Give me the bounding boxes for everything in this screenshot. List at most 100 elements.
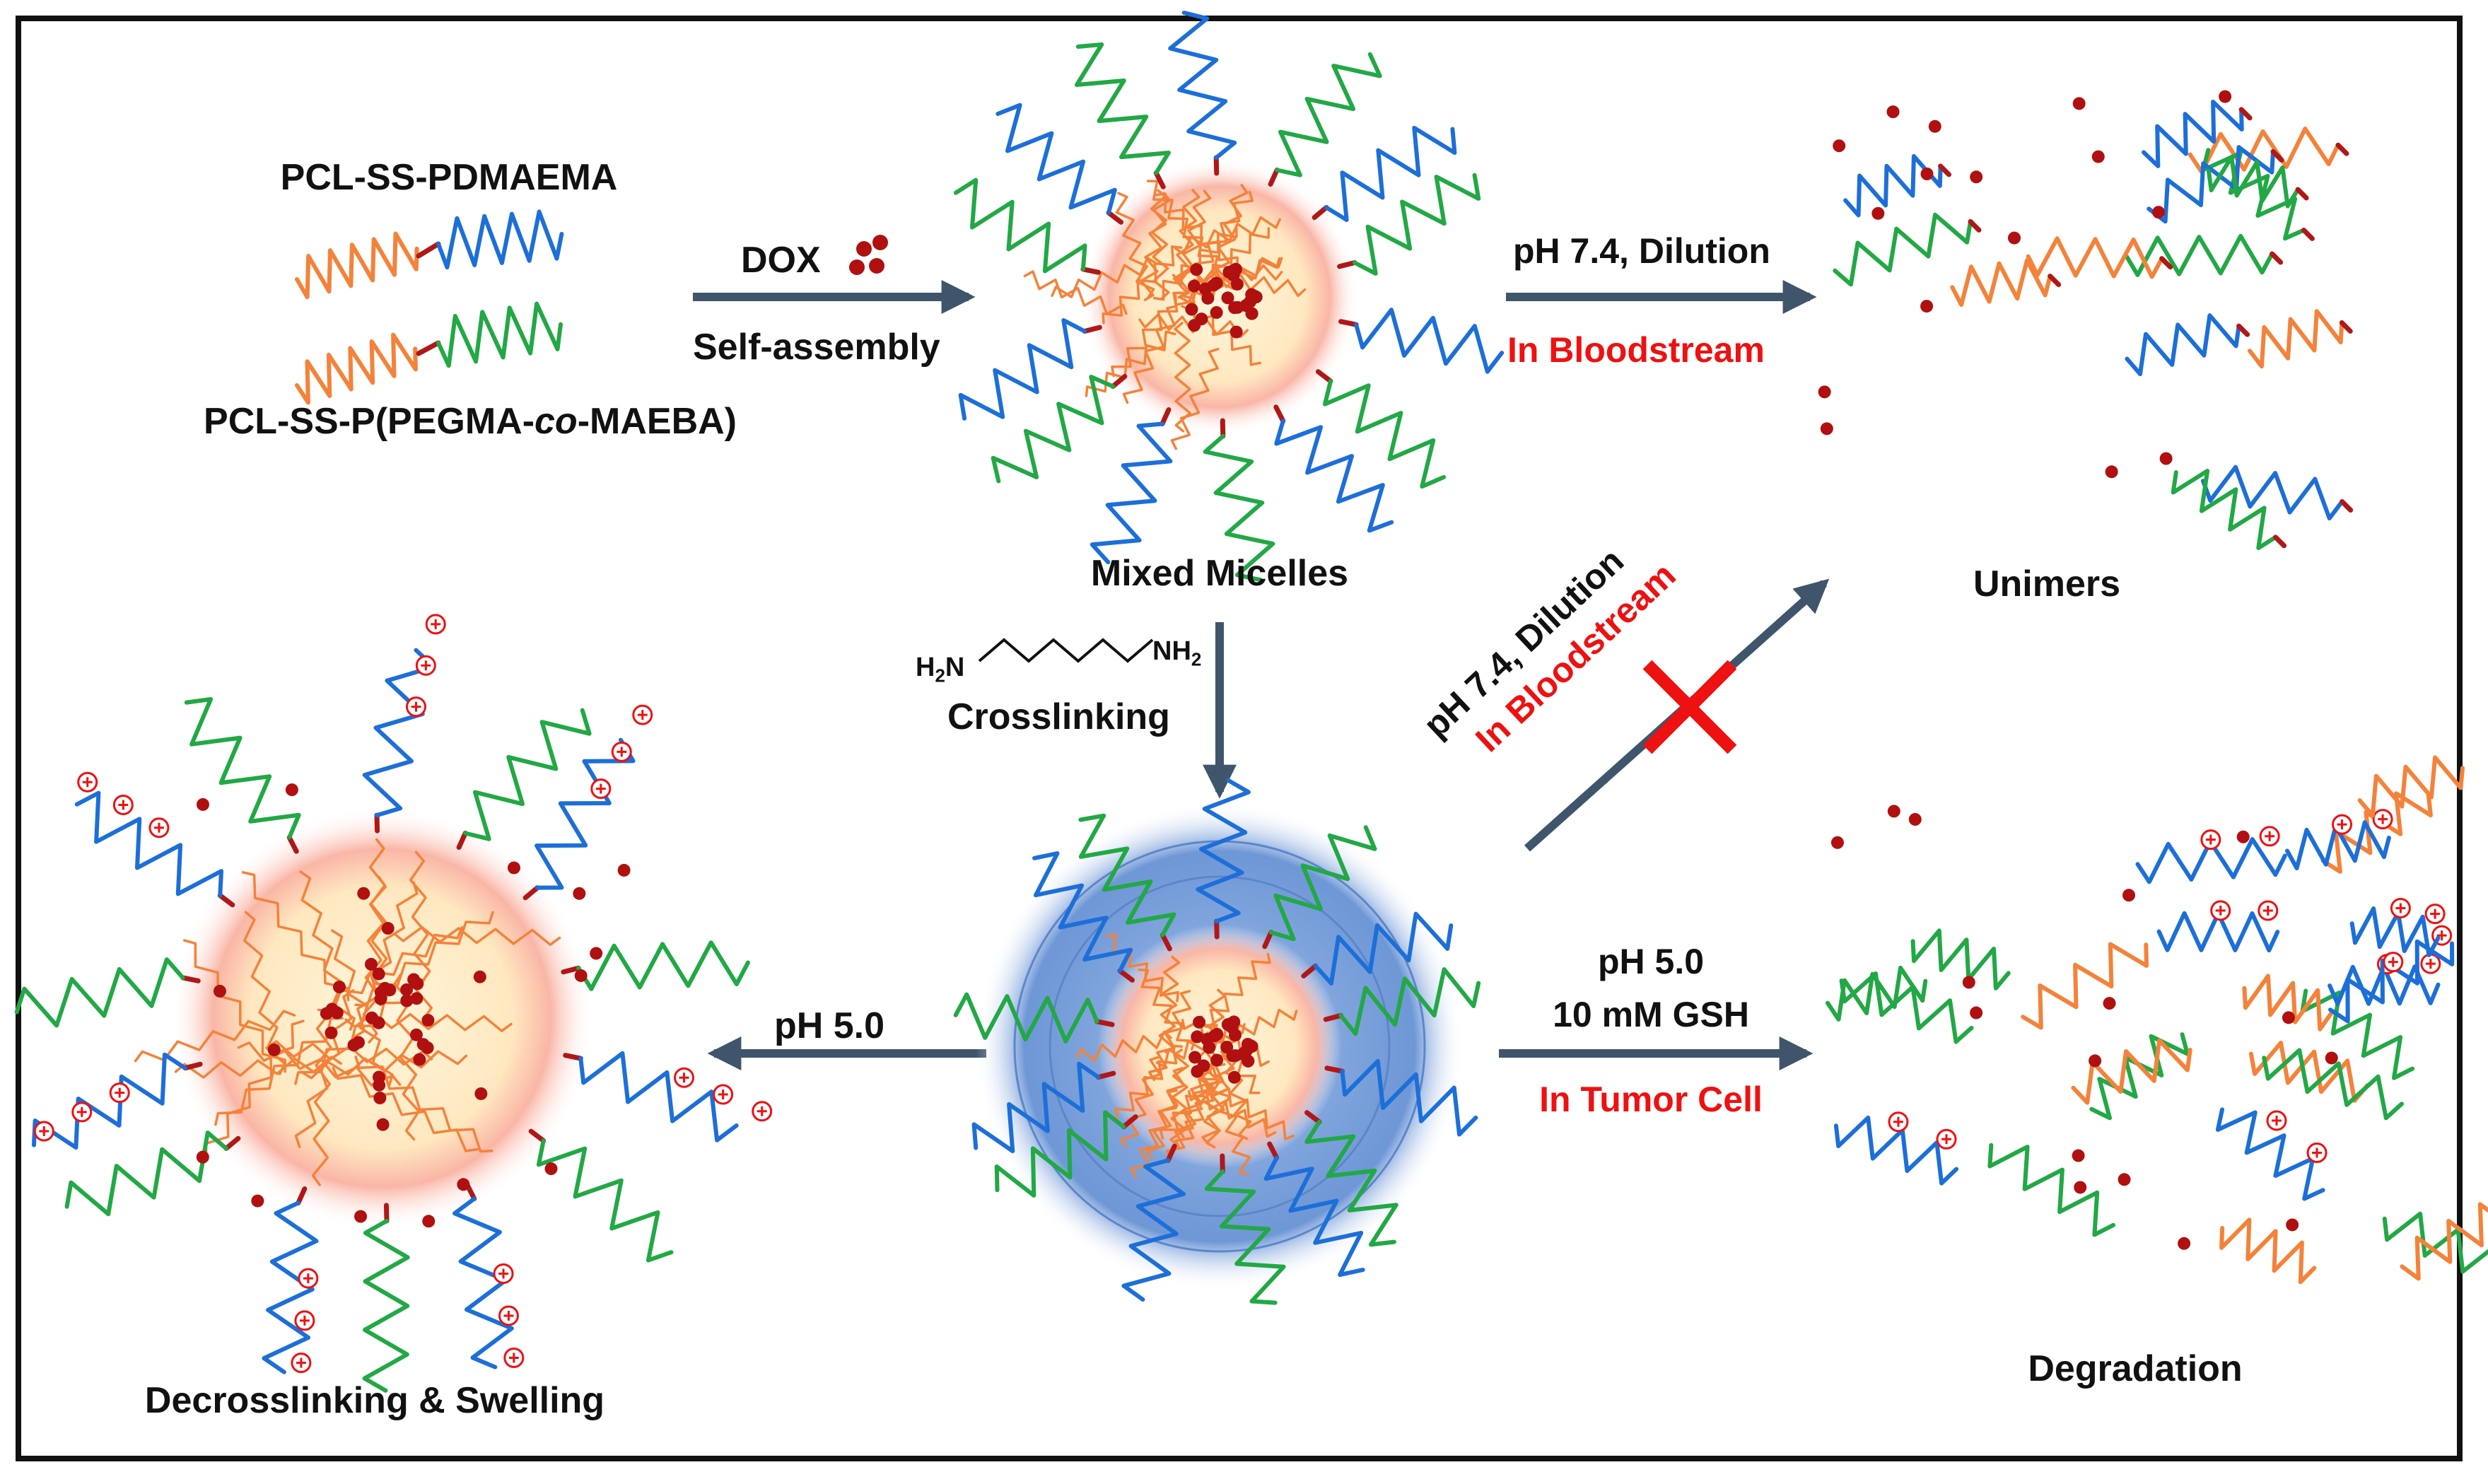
fragment-chain	[1833, 212, 1973, 287]
dox-dot	[474, 1087, 488, 1100]
charge-plus	[421, 660, 431, 671]
charge-plus	[637, 710, 648, 720]
core-pcl-chain	[353, 881, 419, 1039]
fragment-chain	[1950, 258, 2052, 308]
charge-plus	[718, 1089, 728, 1099]
label-br-gsh: 10 mM GSH	[1553, 995, 1749, 1034]
dox-dot	[365, 1011, 378, 1024]
label-degradation: Degradation	[2028, 1348, 2243, 1389]
charge-plus	[2436, 930, 2447, 941]
core-pcl-chain	[1106, 933, 1179, 1003]
dox-dot	[617, 863, 631, 877]
dox-dot	[1210, 306, 1223, 320]
label-mixed-micelles: Mixed Micelles	[1090, 553, 1349, 594]
core-pcl-chain	[1076, 1030, 1172, 1063]
degraded-cluster	[1826, 755, 2488, 1285]
label-h2n: H2N	[916, 653, 965, 687]
charge-plus	[508, 1352, 519, 1363]
fragment-chain	[2206, 154, 2301, 209]
dox-dot	[2074, 1181, 2087, 1194]
dox-dot	[1818, 385, 1831, 399]
core-pcl-chain	[1138, 968, 1196, 1051]
charge-plus	[39, 1126, 49, 1137]
ppegma-chain	[1304, 1119, 1398, 1247]
dox-dot	[507, 861, 520, 875]
fragment-chain	[1843, 153, 1943, 218]
dox-dot	[1230, 325, 1243, 339]
charge-plus	[431, 619, 441, 629]
dox-dot	[1887, 805, 1900, 818]
micelle-core-glow	[1097, 924, 1342, 1169]
label-unimers: Unimers	[1973, 563, 2121, 604]
charge-plus	[1941, 1134, 1952, 1145]
dox-dot	[1188, 1051, 1202, 1064]
core-pcl-chain	[241, 871, 350, 1002]
disulfide-link	[1968, 218, 1982, 233]
fragment-chain	[2021, 942, 2149, 1030]
ppegma-chain	[64, 1130, 228, 1217]
dox-dot	[473, 970, 486, 983]
label-pcl-ss-ppegma: PCL-SS-P(PEGMA-co-MAEBA)	[204, 401, 737, 442]
disulfide-link	[2295, 187, 2309, 201]
fragment-chain	[2219, 1217, 2317, 1285]
cross-mark	[1642, 660, 1737, 754]
pdmaema-chain	[1032, 851, 1133, 974]
dox-dot	[1242, 1054, 1255, 1068]
disulfide-link	[1262, 930, 1274, 950]
dox-dot	[373, 1078, 386, 1092]
charge-plus	[679, 1073, 689, 1083]
dox-dot	[2072, 97, 2086, 110]
disulfide-link	[1153, 170, 1166, 189]
ppegma-chain	[362, 1218, 410, 1393]
dox-dot	[1227, 1070, 1241, 1084]
ppegma-chain	[14, 957, 185, 1028]
dox-dot	[457, 1178, 470, 1191]
disulfide-link	[374, 812, 380, 834]
charge-plus	[503, 1311, 514, 1321]
ppegma-chain	[994, 1110, 1126, 1198]
pdmaema-block	[436, 209, 564, 270]
charge-plus	[595, 783, 606, 794]
charge-plus	[118, 800, 129, 810]
pdmaema-chain	[1313, 911, 1454, 986]
disulfide-link	[1213, 155, 1220, 176]
dox-dot	[421, 1014, 435, 1027]
legend-polymer-chains	[295, 209, 564, 405]
fragment-chain	[2125, 313, 2241, 377]
dox-dot	[365, 957, 378, 971]
disulfide-link	[522, 885, 540, 901]
swollen-micelle	[14, 614, 773, 1393]
dox-dot	[1221, 291, 1234, 305]
ppegma-chain	[1275, 52, 1382, 177]
charge-plus	[2265, 831, 2275, 841]
dox-dot	[2103, 997, 2116, 1010]
disulfide-link	[2270, 251, 2284, 265]
core-pcl-chain	[174, 1056, 342, 1079]
label-br-ph5: pH 5.0	[1597, 942, 1705, 981]
dox-dot	[1224, 1017, 1237, 1031]
disulfide-link	[1121, 1114, 1138, 1130]
charge-plus	[299, 1315, 310, 1326]
dox-dot	[2286, 1218, 2299, 1232]
disulfide-link	[1165, 1143, 1177, 1163]
core-pcl-chain	[1174, 1063, 1226, 1150]
ppegma-chain	[953, 992, 1099, 1044]
core-pcl-chain	[1114, 1044, 1184, 1119]
pdmaema-chain	[578, 1051, 739, 1143]
disulfide-link	[416, 340, 441, 356]
pdmaema-chain	[262, 1200, 319, 1374]
disulfide-link	[416, 241, 441, 259]
dox-dot	[1871, 206, 1885, 220]
core-pcl-chain	[392, 925, 561, 946]
dox-dot	[373, 1091, 387, 1104]
dox-molecules	[849, 235, 888, 275]
disulfide-link	[1160, 932, 1172, 952]
ppegma-chain	[1268, 825, 1377, 942]
core-pcl-chain	[182, 939, 286, 1073]
label-dox: DOX	[741, 240, 821, 281]
disulfide-link	[1268, 167, 1280, 187]
dox-dot	[409, 1028, 423, 1041]
charge-plus	[303, 1273, 313, 1284]
dox-dot	[381, 922, 395, 935]
charge-plus	[2262, 906, 2273, 916]
